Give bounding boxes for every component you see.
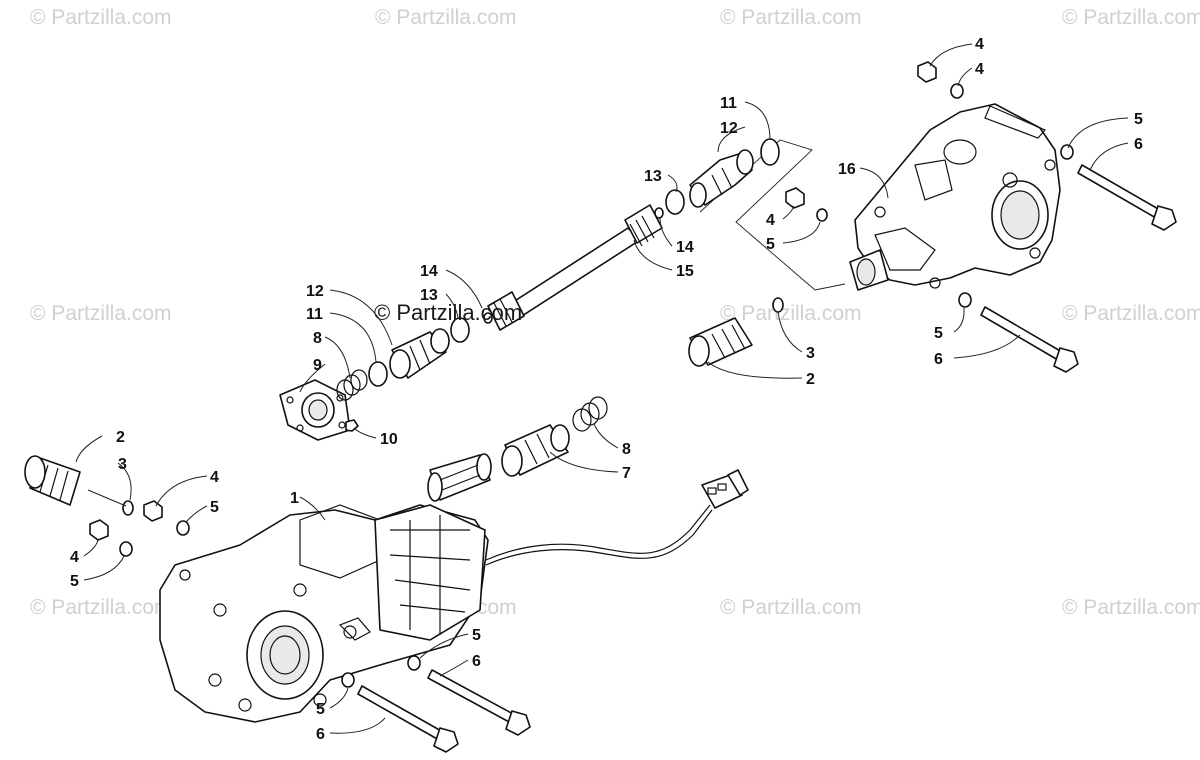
watermark: © Partzilla.com <box>1062 596 1200 619</box>
callout-4: 4 <box>975 36 984 53</box>
callout-6: 6 <box>1134 136 1143 153</box>
callout-2: 2 <box>806 371 815 388</box>
callout-14: 14 <box>420 263 438 280</box>
nut-upper-right[interactable] <box>917 61 937 83</box>
washer-right[interactable] <box>1060 144 1074 160</box>
callout-3: 3 <box>806 345 815 362</box>
callout-10: 10 <box>380 431 398 448</box>
front-gearcase[interactable] <box>159 453 492 723</box>
callout-12: 12 <box>306 283 324 300</box>
washer-left-lower[interactable] <box>119 541 133 557</box>
callout-11: 11 <box>720 95 737 112</box>
rear-differential-housing[interactable] <box>849 103 1061 291</box>
watermark: © Partzilla.com <box>720 6 862 29</box>
callout-9: 9 <box>313 357 322 374</box>
callout-5: 5 <box>70 573 79 590</box>
callout-labels: 4 4 5 6 16 11 12 13 14 15 4 5 3 2 5 6 14… <box>70 36 1143 743</box>
watermark: © Partzilla.com <box>720 596 862 619</box>
rear-clamp[interactable] <box>760 138 780 166</box>
shaft-ring-front[interactable] <box>483 312 493 324</box>
drive-shaft[interactable] <box>487 204 663 331</box>
front-clamp[interactable] <box>368 361 388 387</box>
callout-5: 5 <box>210 499 219 516</box>
front-snap-ring[interactable] <box>450 317 470 343</box>
clamp-right[interactable] <box>772 297 784 313</box>
output-boot[interactable] <box>501 424 570 477</box>
watermark: © Partzilla.com <box>720 302 862 325</box>
wiring-harness[interactable] <box>485 504 713 566</box>
bolt-right-lower[interactable] <box>980 306 1079 373</box>
callout-6: 6 <box>934 351 943 368</box>
clamp-left[interactable] <box>122 500 134 516</box>
nut-left-lower[interactable] <box>89 519 109 541</box>
nut-left-upper[interactable] <box>143 500 163 522</box>
leader-lines <box>75 43 1129 734</box>
watermark: © Partzilla.com <box>30 596 172 619</box>
spring-output[interactable] <box>572 396 608 432</box>
callout-15: 15 <box>676 263 694 280</box>
axle-boot-left[interactable] <box>24 455 81 506</box>
bolt-bottom-right[interactable] <box>427 669 531 736</box>
callout-6: 6 <box>472 653 481 670</box>
shaft-ring-rear[interactable] <box>654 207 664 219</box>
callout-5: 5 <box>934 325 943 342</box>
callout-12: 12 <box>720 120 738 137</box>
callout-14: 14 <box>676 239 694 256</box>
callout-16: 16 <box>838 161 856 178</box>
front-boot[interactable] <box>389 328 450 379</box>
watermark: © Partzilla.com <box>1062 6 1200 29</box>
rear-boot[interactable] <box>689 149 754 208</box>
nut-mid-right[interactable] <box>785 187 805 209</box>
electrical-connector[interactable] <box>701 469 749 509</box>
callout-2: 2 <box>116 429 125 446</box>
callout-7: 7 <box>622 465 631 482</box>
callout-3: 3 <box>118 456 127 473</box>
axle-boot-right[interactable] <box>688 317 753 367</box>
callout-5: 5 <box>1134 111 1143 128</box>
front-flange[interactable] <box>279 379 351 441</box>
watermark: © Partzilla.com <box>30 6 172 29</box>
washer-upper-right[interactable] <box>950 83 964 99</box>
rear-snap-ring[interactable] <box>665 189 685 215</box>
bolt-right-upper[interactable] <box>1077 164 1177 231</box>
washer-left-upper[interactable] <box>176 520 190 536</box>
callout-13: 13 <box>644 168 662 185</box>
callout-6: 6 <box>316 726 325 743</box>
spring-front[interactable] <box>336 369 368 401</box>
washer-lower-right[interactable] <box>958 292 972 308</box>
callout-5: 4 <box>975 61 984 78</box>
callout-1: 1 <box>290 490 299 507</box>
callout-5: 5 <box>472 627 481 644</box>
watermark-center: © Partzilla.com <box>374 300 522 325</box>
callout-8: 8 <box>622 441 631 458</box>
washer-bottom-left[interactable] <box>341 672 355 688</box>
callout-8: 8 <box>313 330 322 347</box>
callout-11: 11 <box>306 306 323 323</box>
callout-13: 13 <box>420 287 438 304</box>
callout-5: 5 <box>316 701 325 718</box>
watermark-layer: © Partzilla.com © Partzilla.com © Partzi… <box>30 6 1200 619</box>
watermark: © Partzilla.com <box>30 302 172 325</box>
watermark: © Partzilla.com <box>1062 302 1200 325</box>
washer-bottom-right[interactable] <box>407 655 421 671</box>
watermark: © Partzilla.com <box>375 6 517 29</box>
callout-4: 4 <box>210 469 219 486</box>
bolt-bottom-left[interactable] <box>357 685 459 753</box>
callout-4: 4 <box>766 212 775 229</box>
callout-5: 5 <box>766 236 775 253</box>
callout-4: 4 <box>70 549 79 566</box>
washer-mid-right[interactable] <box>816 208 828 222</box>
